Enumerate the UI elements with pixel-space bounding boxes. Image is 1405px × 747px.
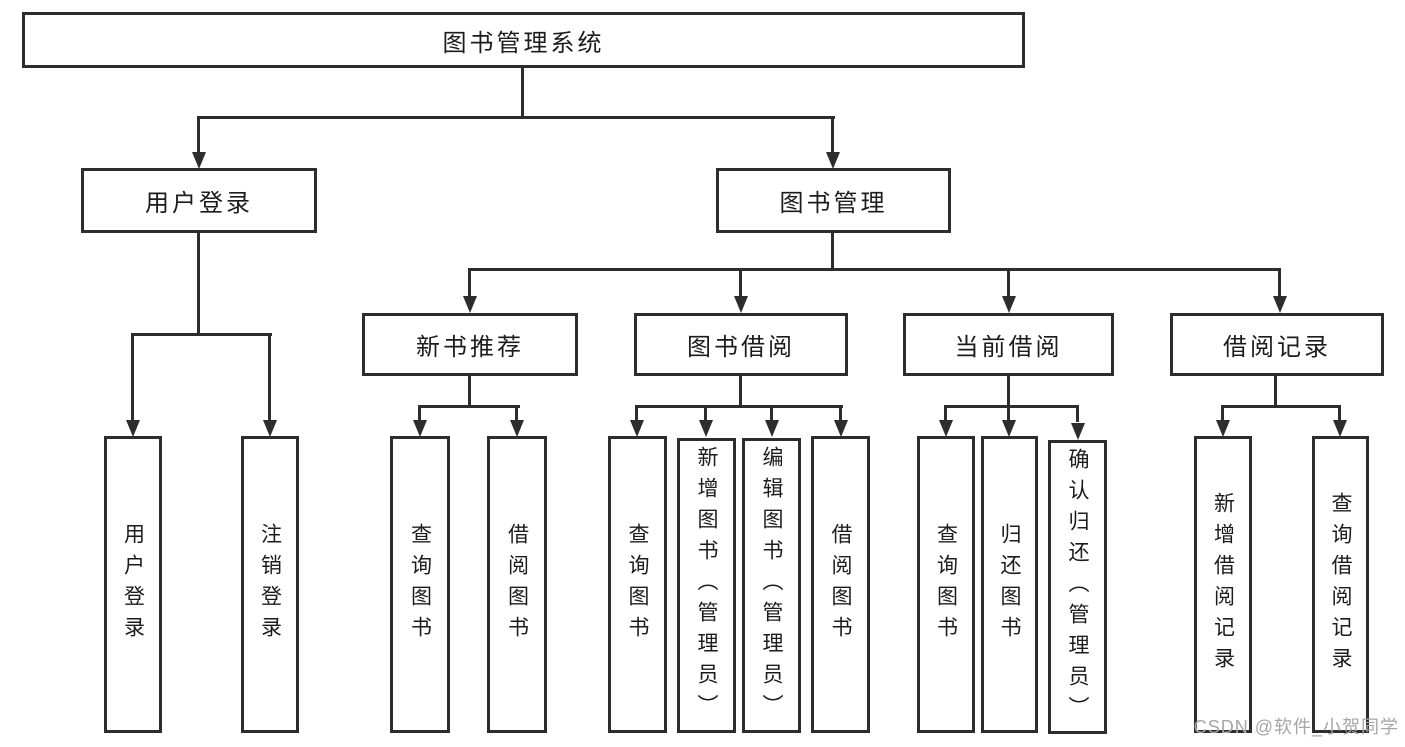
connector-drop	[515, 405, 518, 422]
connector-book-mgmt-stem	[831, 233, 834, 271]
leaf-edit-books-admin: 编辑图书（管理员）	[742, 438, 801, 733]
node-book-borrowing-label: 图书借阅	[687, 334, 795, 361]
arrowhead-icon	[1071, 423, 1085, 440]
connector-drop	[1221, 405, 1224, 422]
arrowhead-icon	[699, 420, 713, 437]
connector-current-borrow-bus	[944, 405, 1079, 408]
leaf-borrow-books: 借阅图书	[811, 436, 870, 733]
connector-user-login-stem	[197, 233, 200, 335]
node-root-label: 图书管理系统	[442, 29, 605, 57]
leaf-add-books-admin: 新增图书（管理员）	[677, 438, 736, 733]
node-current-borrowing-label: 当前借阅	[954, 334, 1063, 361]
connector-current-borrow-stem	[1007, 376, 1010, 407]
leaf-user-login: 用户登录	[104, 436, 162, 733]
connector-drop-borrow-record	[1278, 268, 1281, 298]
node-user-login: 用户登录	[81, 168, 317, 233]
node-root-library-management-system: 图书管理系统	[22, 12, 1025, 68]
leaf-confirm-return-admin: 确认归还（管理员）	[1048, 440, 1107, 734]
node-borrowing-records: 借阅记录	[1170, 313, 1384, 376]
connector-book-borrow-bus	[635, 405, 843, 408]
leaf-return-books: 归还图书	[981, 436, 1038, 733]
connector-borrow-record-bus	[1221, 405, 1341, 408]
arrowhead-icon	[826, 152, 840, 169]
arrowhead-icon	[510, 420, 524, 437]
connector-drop	[1007, 405, 1010, 422]
arrowhead-icon	[192, 152, 206, 169]
connector-borrow-record-stem	[1274, 376, 1277, 407]
arrowhead-icon	[1216, 420, 1230, 437]
connector-book-borrow-stem	[739, 376, 742, 407]
connector-new-book-bus	[418, 405, 520, 408]
arrowhead-icon	[263, 420, 277, 437]
connector-drop-book-mgmt	[831, 116, 834, 154]
arrowhead-icon	[463, 296, 477, 313]
node-user-login-label: 用户登录	[145, 190, 253, 217]
leaf-borrow-books-label: 借阅图书	[829, 522, 852, 647]
leaf-return-books-label: 归还图书	[998, 522, 1021, 647]
connector-drop-new-book	[468, 268, 471, 298]
leaf-edit-books-admin-label: 编辑图书（管理员）	[760, 446, 783, 725]
leaf-query-books: 查询图书	[608, 436, 667, 733]
connector-drop	[1076, 405, 1079, 422]
node-new-book-recommend-label: 新书推荐	[416, 334, 524, 361]
connector-drop	[635, 405, 638, 422]
leaf-borrow-books-new-label: 借阅图书	[505, 522, 529, 647]
node-current-borrowing: 当前借阅	[903, 313, 1114, 376]
connector-drop-logout	[268, 333, 271, 420]
leaf-user-login-label: 用户登录	[121, 522, 145, 647]
node-book-management-label: 图书管理	[779, 190, 888, 217]
arrowhead-icon	[630, 420, 644, 437]
connector-drop-user-login	[197, 116, 200, 154]
leaf-logout: 注销登录	[241, 436, 299, 733]
leaf-query-borrow-record-label: 查询借阅记录	[1329, 491, 1352, 678]
leaf-query-borrow-record: 查询借阅记录	[1312, 436, 1369, 733]
leaf-logout-label: 注销登录	[258, 522, 282, 647]
arrowhead-icon	[1273, 296, 1287, 313]
leaf-query-books-label: 查询图书	[626, 522, 649, 647]
connector-user-login-bus	[131, 333, 272, 336]
leaf-confirm-return-admin-label: 确认归还（管理员）	[1066, 447, 1089, 727]
connector-drop	[418, 405, 421, 422]
arrowhead-icon	[413, 420, 427, 437]
arrowhead-icon	[939, 420, 953, 437]
node-book-management: 图书管理	[716, 168, 951, 233]
connector-drop	[704, 405, 707, 422]
leaf-borrow-books-new: 借阅图书	[487, 436, 547, 733]
leaf-query-books-new: 查询图书	[390, 436, 450, 733]
connector-root-stem	[521, 68, 524, 118]
connector-drop-login	[131, 333, 134, 420]
leaf-query-books-current: 查询图书	[917, 436, 975, 733]
arrowhead-icon	[1002, 420, 1016, 437]
node-new-book-recommend: 新书推荐	[362, 313, 578, 376]
connector-drop	[1338, 405, 1341, 422]
connector-drop-book-borrow	[739, 268, 742, 298]
leaf-add-borrow-record-label: 新增借阅记录	[1211, 491, 1235, 678]
node-book-borrowing: 图书借阅	[634, 313, 848, 376]
connector-new-book-stem	[468, 376, 471, 407]
arrowhead-icon	[126, 420, 140, 437]
arrowhead-icon	[1002, 296, 1016, 313]
arrowhead-icon	[734, 296, 748, 313]
csdn-watermark: CSDN @软件_小贺同学	[1193, 717, 1399, 737]
node-borrowing-records-label: 借阅记录	[1223, 334, 1331, 361]
leaf-add-books-admin-label: 新增图书（管理员）	[695, 446, 718, 725]
connector-drop	[770, 405, 773, 422]
arrowhead-icon	[1333, 420, 1347, 437]
leaf-query-books-new-label: 查询图书	[408, 522, 432, 647]
connector-book-mgmt-bus	[468, 268, 1281, 271]
connector-drop	[944, 405, 947, 422]
leaf-query-books-current-label: 查询图书	[934, 522, 958, 647]
leaf-add-borrow-record: 新增借阅记录	[1194, 436, 1252, 733]
connector-drop-current-borrow	[1007, 268, 1010, 298]
connector-root-bus	[197, 116, 835, 119]
arrowhead-icon	[834, 420, 848, 437]
connector-drop	[839, 405, 842, 422]
arrowhead-icon	[765, 420, 779, 437]
